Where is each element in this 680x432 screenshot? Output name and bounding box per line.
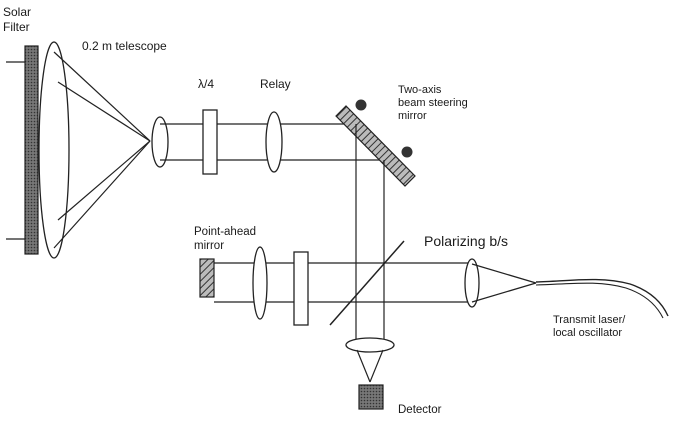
cone-ray-1 [53,51,151,142]
point-ahead-label: mirror [194,240,224,252]
fiber-cone-top [471,263,537,284]
telescope-primary-lens [38,41,70,259]
quarter-wave-label: λ/4 [198,77,214,91]
detector-cone-right [369,349,384,383]
quarter-wave-plate [202,109,218,175]
steering-mirror-label: Two-axis [398,84,442,96]
solar-filter [24,45,39,255]
relay-label: Relay [260,77,291,91]
detector-cone-left [356,349,371,383]
optical-fiber-outer [535,282,664,319]
fiber-cone-bottom [471,282,537,303]
cone-ray-3 [57,81,151,142]
steering-mirror-label: beam steering [398,97,468,109]
transmit-label: Transmit laser/ [553,314,626,326]
polarizing-label: Polarizing b/s [424,233,508,249]
detector-label: Detector [398,404,442,416]
cone-ray-2 [53,140,151,249]
telescope-label: 0.2 m telescope [82,39,167,53]
actuator-icon [355,99,367,111]
lower-wave-plate [293,251,309,326]
detector-lens [345,337,395,353]
point-ahead-lens [252,246,268,320]
secondary-lens [151,116,169,168]
point-ahead-mirror [199,258,215,298]
steering-mirror-label: mirror [398,110,427,122]
cone-ray-4 [57,140,151,221]
transmit-label: local oscillator [553,327,622,339]
point-ahead-label: Point-ahead [194,226,256,238]
optical-fiber [535,278,669,317]
fiber-coupling-lens [464,258,480,308]
polarizing-beamsplitter [329,240,405,326]
detector [358,384,384,410]
actuator-icon [401,146,413,158]
solar-filter-label: Filter [3,20,30,34]
relay-lens [265,111,283,173]
solar-filter-label: Solar [3,5,31,19]
